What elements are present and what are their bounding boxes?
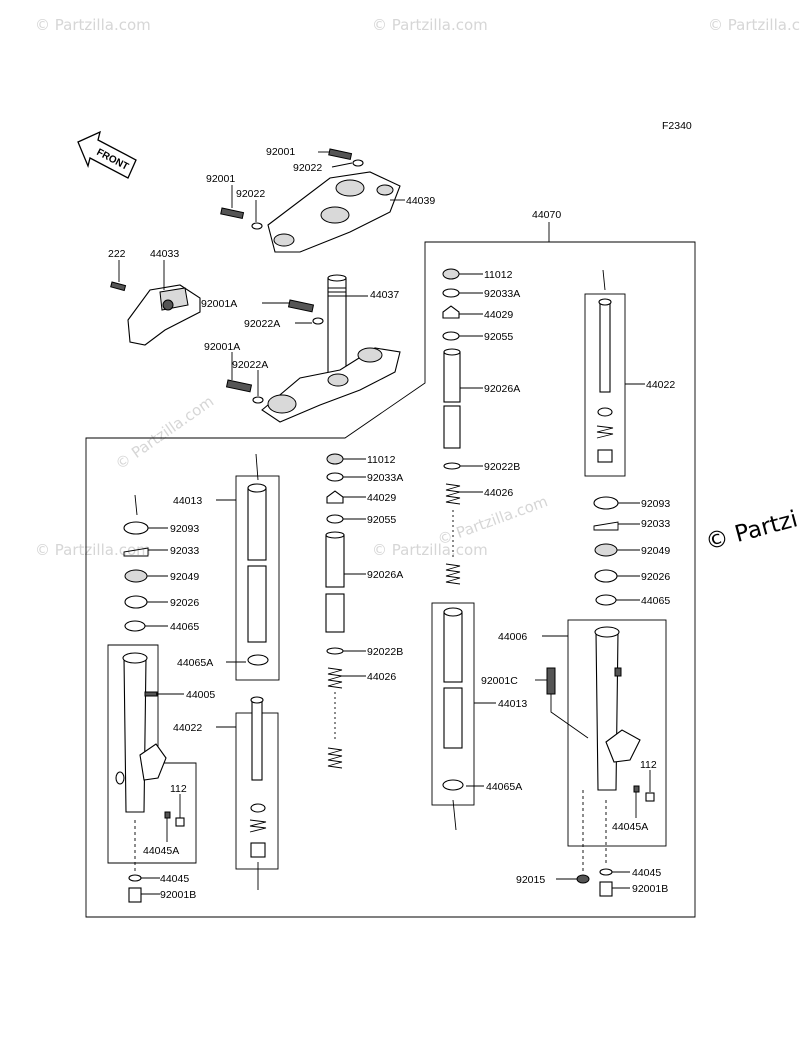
watermark: © Partzilla.com bbox=[35, 16, 151, 34]
label-92001: 92001 bbox=[206, 173, 235, 185]
label-44045: 44045 bbox=[632, 867, 661, 879]
label-92001B: 92001B bbox=[632, 883, 668, 895]
label-112: 112 bbox=[640, 759, 657, 771]
outer-tube-left bbox=[115, 652, 167, 813]
label-92033A: 92033A bbox=[367, 472, 403, 484]
label-11012: 11012 bbox=[367, 454, 396, 466]
label-92055: 92055 bbox=[484, 331, 513, 343]
label-92022A: 92022A bbox=[232, 359, 268, 371]
label-44005: 44005 bbox=[186, 689, 215, 701]
watermark: © Partzilla.com bbox=[35, 541, 151, 559]
label-222: 222 bbox=[108, 248, 126, 260]
label-92022A: 92022A bbox=[244, 318, 280, 330]
label-44045: 44045 bbox=[160, 873, 189, 885]
watermark: © Partzilla.com bbox=[708, 16, 800, 34]
label-44022: 44022 bbox=[173, 722, 202, 734]
label-11012: 11012 bbox=[484, 269, 513, 281]
assembly-frame bbox=[85, 241, 696, 918]
label-92049: 92049 bbox=[170, 571, 199, 583]
label-44065: 44065 bbox=[641, 595, 670, 607]
right-seals bbox=[593, 496, 619, 606]
label-44039: 44039 bbox=[406, 195, 435, 207]
label-92001A: 92001A bbox=[204, 341, 240, 353]
front-arrow-icon: FRONT bbox=[77, 130, 137, 179]
label-92026A: 92026A bbox=[367, 569, 403, 581]
label-92022: 92022 bbox=[236, 188, 265, 200]
outer-tube-right bbox=[594, 626, 641, 791]
label-92093: 92093 bbox=[170, 523, 199, 535]
label-44065: 44065 bbox=[170, 621, 199, 633]
inner-tube-right bbox=[442, 607, 464, 831]
label-44045A: 44045A bbox=[143, 845, 179, 857]
label-92033: 92033 bbox=[641, 518, 670, 530]
label-92026: 92026 bbox=[641, 571, 670, 583]
label-92033A: 92033A bbox=[484, 288, 520, 300]
middle-internals bbox=[325, 453, 345, 769]
label-44026: 44026 bbox=[367, 671, 396, 683]
label-92015: 92015 bbox=[516, 874, 545, 886]
label-92001B: 92001B bbox=[160, 889, 196, 901]
upper-triple-clamp bbox=[267, 171, 401, 253]
label-92022B: 92022B bbox=[367, 646, 403, 658]
label-92033: 92033 bbox=[170, 545, 199, 557]
damper-rod-left bbox=[249, 696, 267, 890]
label-92001A: 92001A bbox=[201, 298, 237, 310]
label-44029: 44029 bbox=[484, 309, 513, 321]
watermark: © Partzilla.com bbox=[372, 16, 488, 34]
label-92093: 92093 bbox=[641, 498, 670, 510]
label-44045A: 44045A bbox=[612, 821, 648, 833]
label-92026: 92026 bbox=[170, 597, 199, 609]
steering-stem bbox=[261, 274, 401, 423]
label-44013: 44013 bbox=[173, 495, 202, 507]
right-internals bbox=[442, 268, 461, 585]
watermark: © Partzilla.com bbox=[112, 392, 217, 473]
label-44065A: 44065A bbox=[177, 657, 213, 669]
label-92022: 92022 bbox=[293, 162, 322, 174]
label-112: 112 bbox=[170, 783, 187, 795]
label-44006: 44006 bbox=[498, 631, 527, 643]
label-92055: 92055 bbox=[367, 514, 396, 526]
damper-rod-right bbox=[596, 269, 614, 463]
figure-code: F2340 bbox=[662, 120, 692, 132]
watermark: © Partzilla.com bbox=[372, 541, 488, 559]
label-44065A: 44065A bbox=[486, 781, 522, 793]
headlight-bracket bbox=[127, 284, 201, 346]
watermark-large: © Partzi bbox=[703, 506, 800, 555]
label-44022: 44022 bbox=[646, 379, 675, 391]
label-44029: 44029 bbox=[367, 492, 396, 504]
label-44037: 44037 bbox=[370, 289, 399, 301]
label-44013: 44013 bbox=[498, 698, 527, 710]
label-44033: 44033 bbox=[150, 248, 179, 260]
label-92049: 92049 bbox=[641, 545, 670, 557]
label-92001: 92001 bbox=[266, 146, 295, 158]
left-seals bbox=[123, 494, 149, 632]
label-92001C: 92001C bbox=[481, 675, 518, 687]
label-92026A: 92026A bbox=[484, 383, 520, 395]
label-92022B: 92022B bbox=[484, 461, 520, 473]
watermark: © Partzilla.com bbox=[435, 492, 550, 549]
label-44026: 44026 bbox=[484, 487, 513, 499]
inner-tube-left bbox=[247, 453, 269, 666]
label-44070: 44070 bbox=[532, 209, 561, 221]
